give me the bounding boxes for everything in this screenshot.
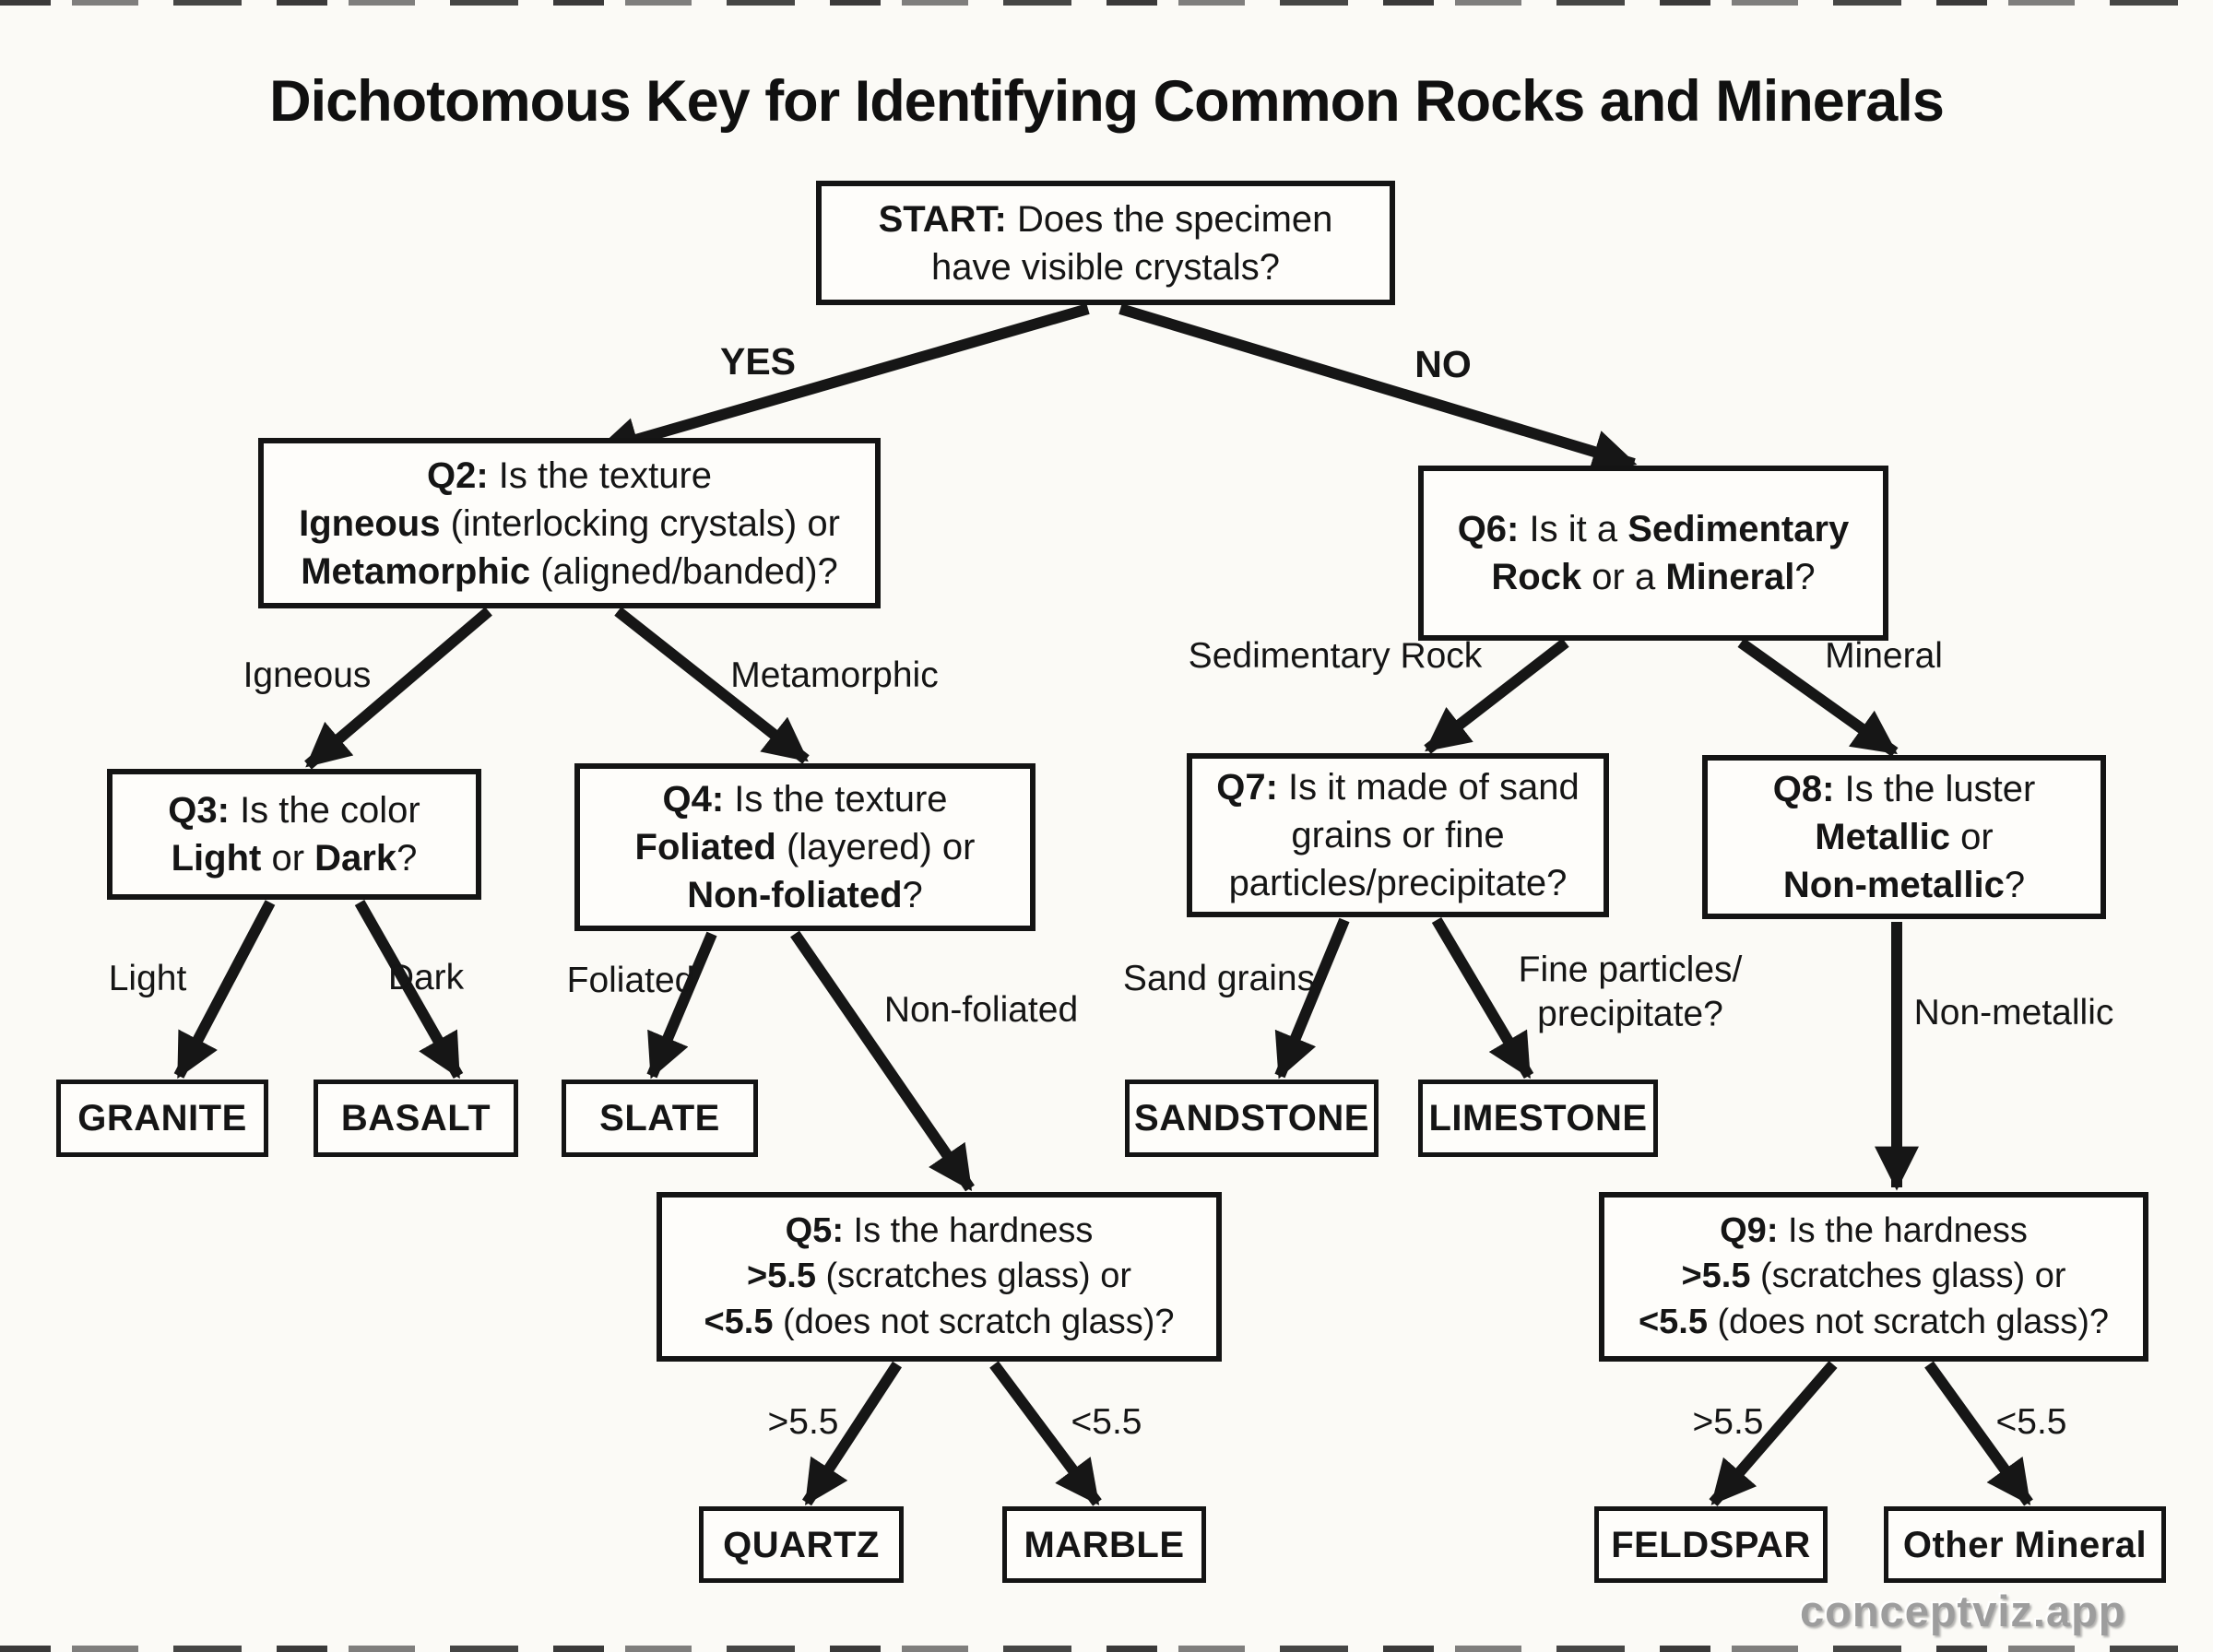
arrow-q9-to-other-mineral <box>1924 1361 2033 1506</box>
q6-node: Q6: Is it a Sedimentary Rock or a Minera… <box>1418 466 1888 641</box>
q2-node: Q2: Is the texture Igneous (interlocking… <box>258 438 881 608</box>
marble-node: MARBLE <box>1002 1506 1206 1583</box>
edge-label-yes: YES <box>719 339 797 383</box>
watermark: conceptviz.app <box>1800 1587 2126 1635</box>
granite-node: GRANITE <box>56 1080 268 1157</box>
edge-label-sand-grains: Sand grains <box>1122 959 1316 999</box>
q5-node: Q5: Is the hardness >5.5 (scratches glas… <box>657 1192 1222 1362</box>
arrow-q7-to-sandstone <box>1274 917 1350 1080</box>
arrow-q2-to-q4 <box>614 607 810 764</box>
edge-label-lt55-left: <5.5 <box>1071 1402 1142 1443</box>
arrow-q4-to-slate <box>646 931 717 1080</box>
arrow-q3-to-basalt <box>354 900 464 1080</box>
edge-label-dark: Dark <box>387 958 465 998</box>
page-title: Dichotomous Key for Identifying Common R… <box>269 69 1945 134</box>
edge-label-gt55-left: >5.5 <box>767 1402 839 1443</box>
arrow-q7-to-limestone <box>1431 916 1534 1080</box>
limestone-node: LIMESTONE <box>1418 1080 1658 1157</box>
arrow-start-to-q6 <box>1118 303 1638 474</box>
edge-label-lt55-right: <5.5 <box>1995 1402 2067 1443</box>
edge-label-igneous: Igneous <box>243 655 372 696</box>
edge-label-metamorphic: Metamorphic <box>730 655 939 696</box>
arrow-q5-to-marble <box>989 1361 1102 1506</box>
edge-label-foliated: Foliated <box>566 961 695 1001</box>
arrow-start-to-q2 <box>594 303 1090 461</box>
edge-label-no: NO <box>1414 342 1472 385</box>
edge-label-non-foliated: Non-foliated <box>883 990 1079 1031</box>
sandstone-node: SANDSTONE <box>1125 1080 1379 1157</box>
start-node: START: Does the specimen have visible cr… <box>816 181 1395 305</box>
basalt-node: BASALT <box>314 1080 518 1157</box>
feldspar-node: FELDSPAR <box>1594 1506 1828 1583</box>
q3-node: Q3: Is the color Light or Dark? <box>107 769 481 900</box>
edge-label-sedimentary-rock: Sedimentary Rock <box>1188 636 1483 677</box>
other-mineral-node: Other Mineral <box>1884 1506 2166 1583</box>
arrow-q6-to-q7 <box>1424 638 1569 754</box>
arrow-q4-to-q5 <box>790 930 975 1192</box>
edge-label-mineral: Mineral <box>1825 636 1943 677</box>
arrow-q9-to-feldspar <box>1709 1361 1838 1506</box>
q8-node: Q8: Is the luster Metallic or Non-metall… <box>1702 755 2106 919</box>
q9-node: Q9: Is the hardness >5.5 (scratches glas… <box>1599 1192 2148 1362</box>
arrow-q2-to-q3 <box>304 607 492 770</box>
q7-node: Q7: Is it made of sand grains or fine pa… <box>1187 753 1609 917</box>
q4-node: Q4: Is the texture Foliated (layered) or… <box>574 763 1035 931</box>
edge-label-light: Light <box>108 959 187 999</box>
slate-node: SLATE <box>562 1080 758 1157</box>
arrow-q6-to-q8 <box>1737 638 1899 757</box>
edge-label-fine-particles: Fine particles/ precipitate? <box>1518 950 1743 1033</box>
quartz-node: QUARTZ <box>699 1506 904 1583</box>
edge-label-non-metallic: Non-metallic <box>1913 993 2114 1033</box>
arrow-q3-to-granite <box>173 900 276 1080</box>
edge-label-gt55-right: >5.5 <box>1692 1402 1764 1443</box>
arrow-q5-to-quartz <box>801 1361 903 1506</box>
